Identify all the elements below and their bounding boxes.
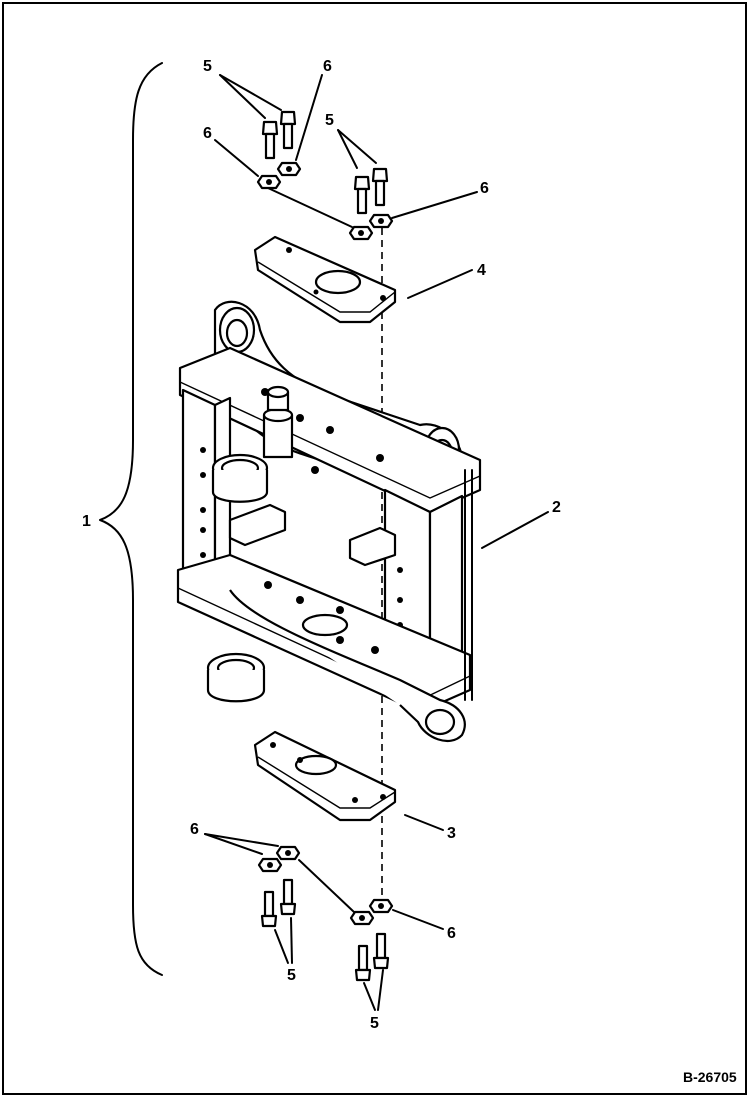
- callout-6-top-left: 6: [203, 125, 212, 142]
- callout-3: 3: [447, 825, 456, 842]
- callout-6-top-center: 6: [323, 58, 332, 75]
- callout-5-bottom-right: 5: [370, 1015, 379, 1032]
- drawing-number: B-26705: [683, 1069, 737, 1085]
- assembly-brace: [99, 62, 163, 976]
- top-nuts: [256, 161, 394, 241]
- callout-6-top-right: 6: [480, 180, 489, 197]
- bottom-nuts: [257, 845, 394, 926]
- callout-1: 1: [82, 513, 91, 530]
- callout-5-bottom-left: 5: [287, 967, 296, 984]
- leader-lines: [204, 74, 549, 1011]
- callout-2: 2: [552, 499, 561, 516]
- callout-5-top-right: 5: [325, 112, 334, 129]
- callout-4: 4: [477, 262, 486, 279]
- callout-6-bottom-left: 6: [190, 821, 199, 838]
- callout-5-top-left: 5: [203, 58, 212, 75]
- bottom-plate: [253, 730, 397, 822]
- swing-frame: [176, 300, 482, 742]
- bottom-bolts: [260, 878, 390, 982]
- callout-labels: 1 2 3 4 5 5 5 5 6 6 6 6 6 6: [82, 58, 561, 1032]
- top-plate: [253, 235, 397, 324]
- top-bolts: [261, 110, 389, 215]
- callout-6-bottom-right: 6: [447, 925, 456, 942]
